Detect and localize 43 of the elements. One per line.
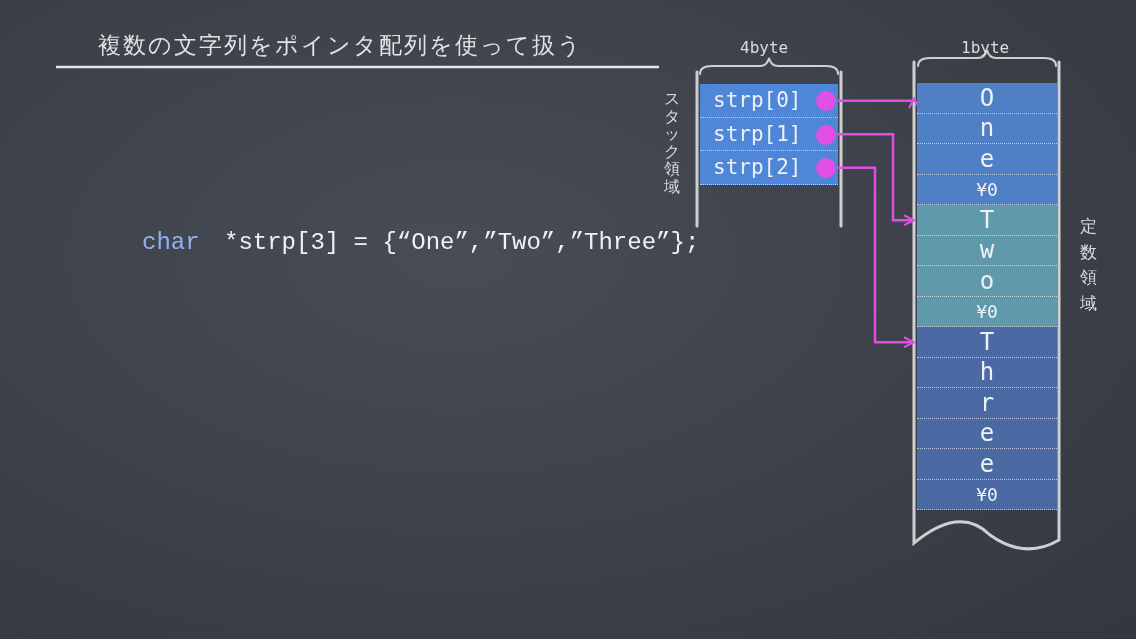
pointer-arrow [838, 133, 915, 227]
character: r [979, 388, 995, 417]
character: T [979, 205, 995, 234]
code-keyword: char [142, 229, 200, 256]
character: ¥0 [976, 483, 998, 505]
character: e [979, 449, 995, 478]
character: ¥0 [976, 178, 998, 200]
title: 複数の文字列をポインタ配列を使って扱う [98, 31, 583, 60]
memory-cell [917, 83, 1057, 114]
character: O [979, 83, 995, 112]
pointer-cell [700, 151, 838, 185]
memory-cell [917, 144, 1057, 175]
memory-cell [917, 327, 1057, 358]
code-text: *strp[3] = {“One”,”Two”,”Three”}; [224, 229, 700, 256]
pointer-arrow [838, 166, 915, 349]
memory-cell [917, 357, 1057, 388]
memory-cell [917, 205, 1057, 236]
character: e [979, 144, 995, 173]
character: h [979, 358, 995, 387]
pointer-cell [700, 84, 838, 118]
region-label: スタック領域 [664, 90, 680, 196]
width-label: 4byte [740, 38, 789, 57]
character: e [979, 419, 995, 448]
memory-cell [917, 113, 1057, 144]
memory-cell [917, 266, 1057, 297]
memory-cell [917, 418, 1057, 449]
variable-name: strp[1] [713, 121, 802, 146]
variable-name: strp[2] [713, 155, 802, 180]
memory-cell [917, 479, 1057, 510]
character: n [979, 114, 995, 143]
character: T [979, 327, 995, 356]
character: w [979, 236, 995, 265]
memory-cell [917, 388, 1057, 419]
pointer-cell [700, 117, 838, 151]
memory-cell [917, 296, 1057, 327]
variable-name: strp[0] [713, 88, 802, 113]
memory-cell [917, 235, 1057, 266]
memory-cell [917, 174, 1057, 205]
region-label: 定数領域 [1080, 215, 1097, 315]
character: o [979, 266, 995, 295]
width-label: 1byte [961, 38, 1010, 57]
memory-cell [917, 449, 1057, 480]
character: ¥0 [976, 300, 998, 322]
